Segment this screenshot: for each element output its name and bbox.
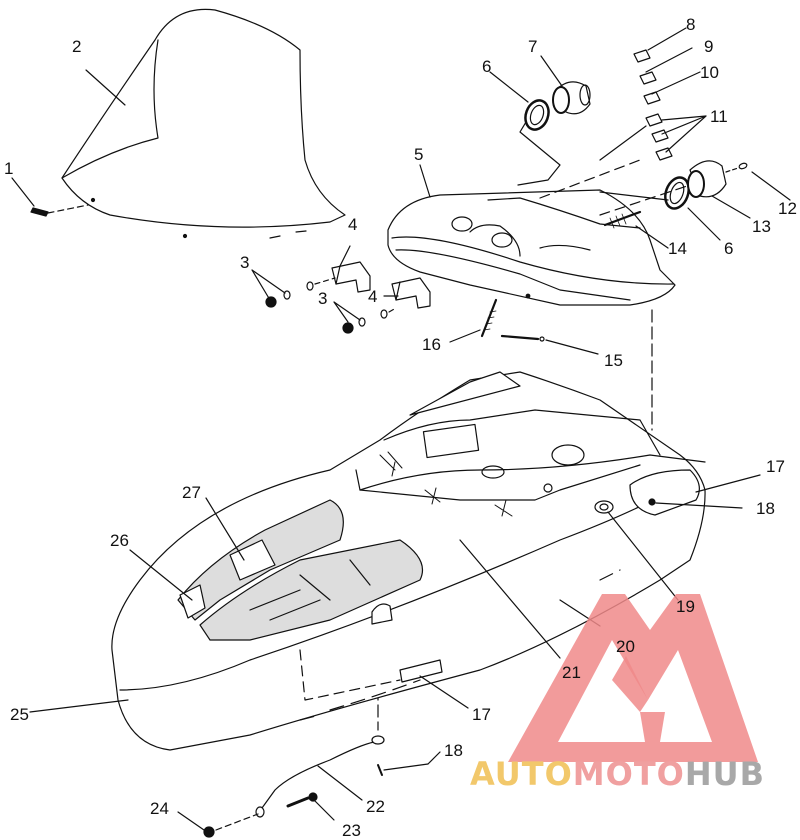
callout-14: 14 bbox=[668, 239, 687, 258]
callout-21: 21 bbox=[562, 663, 581, 682]
callout-3-lower: 3 bbox=[318, 289, 328, 308]
gauge-bezel-right bbox=[664, 176, 690, 210]
callout-17-lower: 17 bbox=[472, 705, 491, 724]
callout-27: 27 bbox=[182, 483, 201, 502]
watermark-logo-icon bbox=[508, 594, 758, 762]
callout-25: 25 bbox=[10, 705, 29, 724]
nut-washer-set-lower bbox=[342, 307, 397, 334]
callout-4-lower: 4 bbox=[368, 287, 378, 306]
mount-bracket-lower bbox=[391, 277, 431, 309]
windshield bbox=[61, 8, 346, 239]
callout-16: 16 bbox=[422, 335, 441, 354]
rod-15 bbox=[500, 334, 540, 341]
access-panel-lower bbox=[399, 659, 443, 683]
callout-6-right: 6 bbox=[724, 239, 734, 258]
screw-1 bbox=[30, 204, 89, 217]
headlight-openings bbox=[177, 499, 424, 641]
callout-10: 10 bbox=[700, 63, 719, 82]
callout-22: 22 bbox=[366, 797, 385, 816]
callout-18-lower: 18 bbox=[444, 741, 463, 760]
callout-1: 1 bbox=[4, 159, 14, 178]
callout-24: 24 bbox=[150, 799, 169, 818]
callout-26: 26 bbox=[110, 531, 129, 550]
callout-9: 9 bbox=[704, 37, 714, 56]
screw-18-lower bbox=[377, 763, 429, 776]
watermark-part-auto: AUTO bbox=[470, 755, 573, 793]
cable-assembly bbox=[255, 735, 385, 818]
watermark-wordmark: AUTOMOTOHUB bbox=[470, 758, 765, 790]
callout-17-upper: 17 bbox=[766, 457, 785, 476]
callout-4-upper: 4 bbox=[348, 215, 358, 234]
callout-5: 5 bbox=[414, 145, 424, 164]
screw-14 bbox=[603, 210, 642, 229]
bolt-23 bbox=[286, 792, 318, 808]
gauge-bezel-left bbox=[524, 99, 550, 131]
instrument-panel bbox=[387, 189, 676, 306]
callout-6-left: 6 bbox=[482, 57, 492, 76]
callout-15: 15 bbox=[604, 351, 623, 370]
tachometer-gauge bbox=[687, 160, 727, 198]
callout-8: 8 bbox=[686, 15, 696, 34]
grommet-19 bbox=[594, 500, 614, 514]
nut-24 bbox=[203, 813, 259, 838]
bulb bbox=[738, 162, 748, 170]
indicator-lamps bbox=[599, 49, 673, 161]
callout-12: 12 bbox=[778, 199, 797, 218]
callout-11: 11 bbox=[710, 107, 728, 126]
callout-20: 20 bbox=[616, 637, 635, 656]
nut-washer-set-upper bbox=[265, 277, 336, 308]
callout-23: 23 bbox=[342, 821, 361, 840]
callout-2: 2 bbox=[72, 37, 82, 56]
callout-18-upper: 18 bbox=[756, 499, 775, 518]
speedometer-gauge bbox=[552, 81, 591, 115]
callout-3-upper: 3 bbox=[240, 253, 250, 272]
callout-13: 13 bbox=[752, 217, 771, 236]
callout-7: 7 bbox=[528, 37, 538, 56]
mount-bracket-upper bbox=[331, 261, 371, 293]
watermark-part-moto: MOTO bbox=[572, 755, 685, 793]
access-panel-right bbox=[629, 469, 743, 516]
callout-19: 19 bbox=[676, 597, 695, 616]
watermark-part-hub: HUB bbox=[684, 755, 766, 793]
